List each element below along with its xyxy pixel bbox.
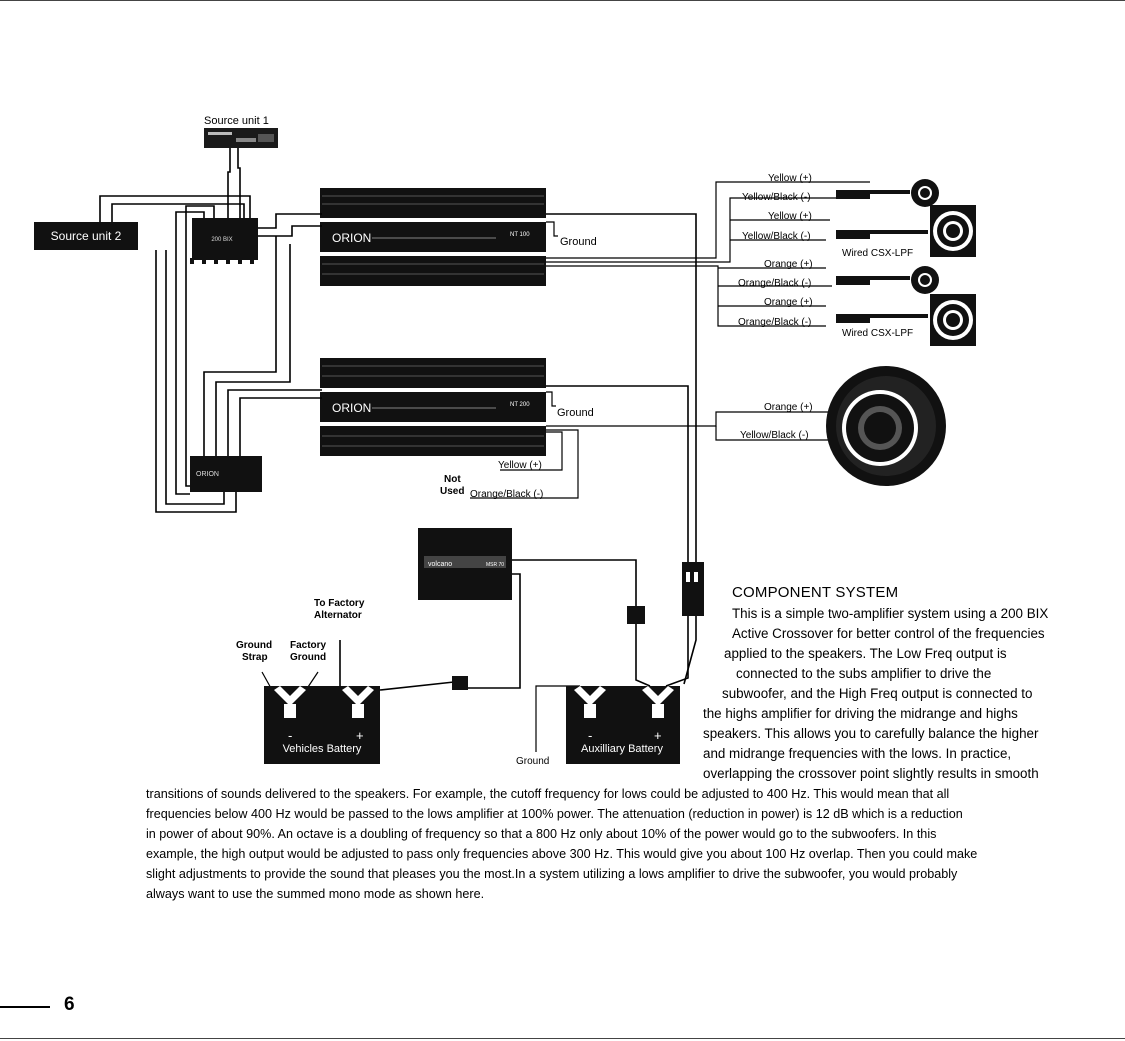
speaker-wiring-front — [546, 181, 870, 572]
fuse-holder-icon — [627, 606, 645, 624]
ground-strap-label-1: Ground — [236, 640, 272, 651]
wire-label-8: Orange/Black (-) — [738, 317, 811, 328]
unused-yellow-label: Yellow (+) — [498, 460, 542, 471]
crossover-lower: ORION — [190, 456, 262, 492]
inline-fuse-icon — [452, 676, 468, 690]
crossover-upper-label: 200 BIX — [211, 237, 232, 243]
unused-orange-label: Orange/Black (-) — [470, 489, 543, 500]
source-unit-2: Source unit 2 — [34, 222, 138, 250]
aux-battery-label: Auxilliary Battery — [581, 743, 663, 755]
text-line: and midrange frequencies with the lows. … — [703, 746, 1012, 761]
text-line: applied to the speakers. The Low Freq ou… — [724, 646, 1007, 661]
text-line: subwoofer, and the High Freq output is c… — [722, 686, 1033, 701]
aux-battery-plus: + — [654, 728, 662, 743]
tweeter-front-icon — [911, 179, 939, 207]
amp2-brand: ORION — [332, 401, 371, 415]
amplifier-nt100: ORION NT 100 — [320, 188, 546, 286]
alternator-label: Alternator — [314, 610, 362, 621]
text-line: connected to the subs amplifier to drive… — [736, 666, 992, 681]
used-label: Used — [440, 486, 464, 497]
amp2-ground-label: Ground — [557, 407, 594, 419]
crossover-lower-brand: ORION — [196, 471, 219, 478]
wire-label-2: Yellow/Black (-) — [742, 192, 811, 203]
text-line: in power of about 90%. An octave is a do… — [146, 827, 937, 841]
text-line: speakers. This allows you to carefully b… — [703, 726, 1039, 741]
subwoofer-icon — [826, 366, 946, 486]
capacitor-model: MSR 70 — [486, 562, 504, 568]
wired-lpf-label-2: Wired CSX-LPF — [842, 328, 913, 339]
factory-ground-label-2: Ground — [290, 652, 326, 663]
inline-filters — [836, 190, 928, 323]
factory-ground-label-1: Factory — [290, 640, 327, 651]
text-line: example, the high output would be adjust… — [146, 847, 978, 861]
body-text: This is a simple two-amplifier system us… — [0, 582, 1125, 922]
text-line: frequencies below 400 Hz would be passed… — [146, 807, 963, 821]
auxiliary-battery: - + Auxilliary Battery — [566, 686, 680, 764]
vehicle-battery-plus: + — [356, 728, 364, 743]
wire-label-5: Orange (+) — [764, 259, 813, 270]
text-line: slight adjustments to provide the sound … — [146, 867, 958, 881]
ground-strap-label-2: Strap — [242, 652, 268, 663]
capacitor-brand: volcano — [428, 561, 452, 568]
vehicle-battery: - + Vehicles Battery — [264, 686, 380, 764]
speaker-wiring-sub — [470, 385, 836, 572]
source-unit-2-label: Source unit 2 — [51, 229, 122, 243]
wire-label-3: Yellow (+) — [768, 211, 812, 222]
not-label: Not — [444, 474, 461, 485]
top-border — [0, 0, 1125, 1]
amp1-brand: ORION — [332, 231, 371, 245]
sub-wire-minus-label: Yellow/Black (-) — [740, 430, 809, 441]
signal-wiring — [99, 148, 558, 513]
page-number-rule — [0, 1006, 50, 1008]
page-number: 6 — [64, 994, 75, 1015]
wire-label-1: Yellow (+) — [768, 173, 812, 184]
text-line: transitions of sounds delivered to the s… — [146, 787, 950, 801]
vehicle-battery-label: Vehicles Battery — [283, 743, 362, 755]
source-unit-1-label: Source unit 1 — [204, 115, 269, 127]
text-line: overlapping the crossover point slightly… — [703, 766, 1039, 781]
amp1-model: NT 100 — [510, 232, 530, 238]
text-line: always want to use the summed mono mode … — [146, 887, 485, 901]
bottom-border — [0, 1038, 1125, 1039]
midrange-front-icon — [930, 205, 976, 257]
amp2-model: NT 200 — [510, 402, 530, 408]
text-line: the highs amplifier for driving the midr… — [703, 706, 1018, 721]
tweeter-rear-icon — [911, 266, 939, 294]
aux-ground-label: Ground — [516, 756, 549, 767]
wire-label-7: Orange (+) — [764, 297, 813, 308]
wire-label-4: Yellow/Black (-) — [742, 231, 811, 242]
capacitor-unit: volcano MSR 70 — [418, 528, 512, 600]
text-line: Active Crossover for better control of t… — [732, 626, 1045, 641]
aux-battery-minus: - — [588, 728, 592, 743]
amplifier-nt200: ORION NT 200 — [320, 358, 546, 456]
crossover-upper: 200 BIX — [190, 218, 258, 264]
to-factory-label: To Factory — [314, 598, 365, 609]
sub-wire-plus-label: Orange (+) — [764, 402, 813, 413]
text-line: This is a simple two-amplifier system us… — [732, 606, 1049, 621]
midrange-rear-icon — [930, 294, 976, 346]
amp1-ground-label: Ground — [560, 236, 597, 248]
wire-label-6: Orange/Black (-) — [738, 278, 811, 289]
section-heading: COMPONENT SYSTEM — [732, 584, 899, 601]
vehicle-battery-minus: - — [288, 728, 292, 743]
source-unit-1 — [204, 128, 278, 148]
wired-lpf-label-1: Wired CSX-LPF — [842, 248, 913, 259]
